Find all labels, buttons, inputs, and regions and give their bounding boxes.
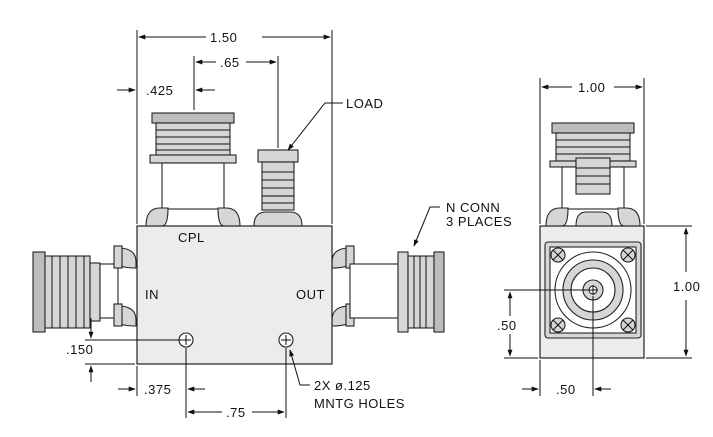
out-n-connector <box>331 245 445 333</box>
cpl-label: CPL <box>178 230 205 245</box>
dim-side-center-y: .50 <box>497 318 517 333</box>
out-label: OUT <box>296 287 325 302</box>
holes-desc-label: MNTG HOLES <box>314 396 405 411</box>
load-label: LOAD <box>346 96 383 111</box>
load-termination <box>253 149 303 227</box>
annotations: LOAD N CONN 3 PLACES 2X ø.125 MNTG HOLES <box>287 96 512 411</box>
flange-screws <box>550 247 636 333</box>
in-n-connector <box>32 245 137 333</box>
n-conn-label: N CONN <box>446 200 500 215</box>
dim-hole-spacing: .75 <box>226 405 246 420</box>
dim-side-center-x: .50 <box>556 382 576 397</box>
mounting-hole-right <box>278 332 294 348</box>
front-dimensions: 1.50 .65 .425 .150 .375 .75 <box>66 30 333 420</box>
n-conn-places-label: 3 PLACES <box>446 214 512 229</box>
front-view: CPL IN OUT <box>32 112 445 365</box>
dim-cpl-offset: .425 <box>146 83 173 98</box>
dim-side-width: 1.00 <box>578 80 605 95</box>
holes-label: 2X ø.125 <box>314 378 371 393</box>
in-label: IN <box>145 287 159 302</box>
side-dimensions: 1.00 1.00 .50 .50 <box>497 78 700 397</box>
dim-side-height: 1.00 <box>673 279 700 294</box>
dim-hole-left: .375 <box>144 382 171 397</box>
coupler-body-front <box>136 225 333 365</box>
cpl-n-connector <box>145 112 241 227</box>
dim-overall-width: 1.50 <box>210 30 237 45</box>
side-view <box>539 122 645 359</box>
dim-hole-bottom: .150 <box>66 342 93 357</box>
dim-load-offset: .65 <box>220 55 240 70</box>
